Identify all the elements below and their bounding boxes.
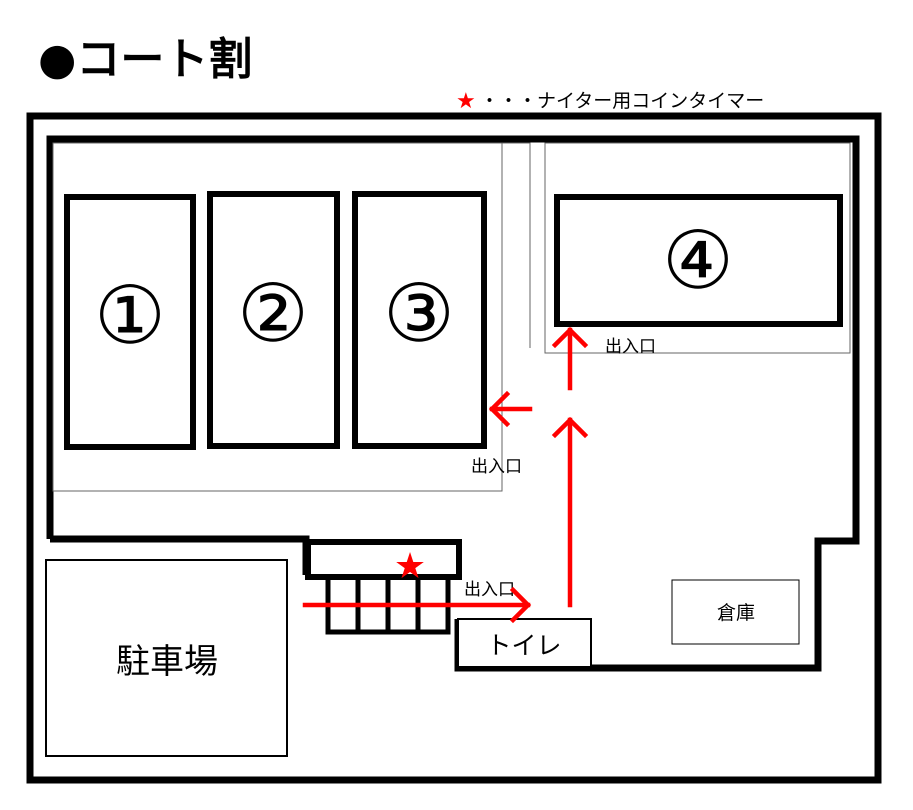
parking-lot[interactable]: 駐車場 <box>45 559 288 757</box>
route-arrows <box>302 326 589 624</box>
storage-label: 倉庫 <box>717 602 755 624</box>
court-2-label: ② <box>237 267 309 360</box>
court-2[interactable]: ② <box>207 191 340 449</box>
court-4-area <box>544 142 851 354</box>
main-entrance-label: 出入口 <box>464 580 515 600</box>
toilet-label: トイレ <box>486 631 561 660</box>
timer-star-icon: ★ <box>456 89 476 114</box>
courts-123-area <box>52 142 503 492</box>
court-4-label: ④ <box>662 214 734 307</box>
storage[interactable]: 倉庫 <box>671 579 800 645</box>
parking-label: 駐車場 <box>116 642 218 682</box>
page-title: ●コート割 <box>38 34 252 85</box>
toilet[interactable]: トイレ <box>457 618 592 668</box>
entrance-lobby <box>305 539 462 580</box>
legend: ★ ・・・ナイター用コインタイマー <box>456 89 764 114</box>
court-1-label: ① <box>94 269 166 362</box>
arrow-up-court4-head <box>551 326 589 349</box>
court-1[interactable]: ① <box>64 194 196 450</box>
coin-timer-star-icon: ★ <box>394 546 426 587</box>
court-4-entrance-label: 出入口 <box>605 337 656 357</box>
court-3[interactable]: ③ <box>352 191 487 449</box>
courts-123-entrance-label: 出入口 <box>471 457 522 477</box>
corridor-line <box>502 142 531 348</box>
court-3-label: ③ <box>383 267 455 360</box>
court-4[interactable]: ④ <box>554 194 843 327</box>
legend-text: ・・・ナイター用コインタイマー <box>480 90 764 112</box>
property-boundary <box>26 112 882 784</box>
arrow-entry-right-head <box>509 586 532 624</box>
arrow-left-head <box>488 390 511 428</box>
arrow-up-main-head <box>551 416 589 439</box>
